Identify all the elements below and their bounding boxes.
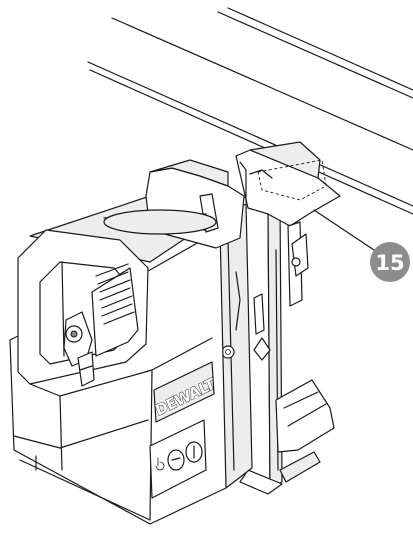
callout-15: 15	[313, 209, 410, 282]
pendulum-lock-icon	[63, 311, 95, 387]
laser-level-body: DEWALT	[9, 159, 253, 525]
callout-badge	[370, 242, 410, 282]
mode-button-icon[interactable]	[185, 441, 203, 463]
mounting-screw-icon	[221, 345, 235, 359]
callout-number: 15	[375, 251, 404, 275]
control-panel	[149, 419, 207, 499]
power-button-icon[interactable]	[167, 449, 185, 471]
power-symbol-icon	[155, 457, 165, 471]
ceiling-track	[87, 7, 413, 215]
